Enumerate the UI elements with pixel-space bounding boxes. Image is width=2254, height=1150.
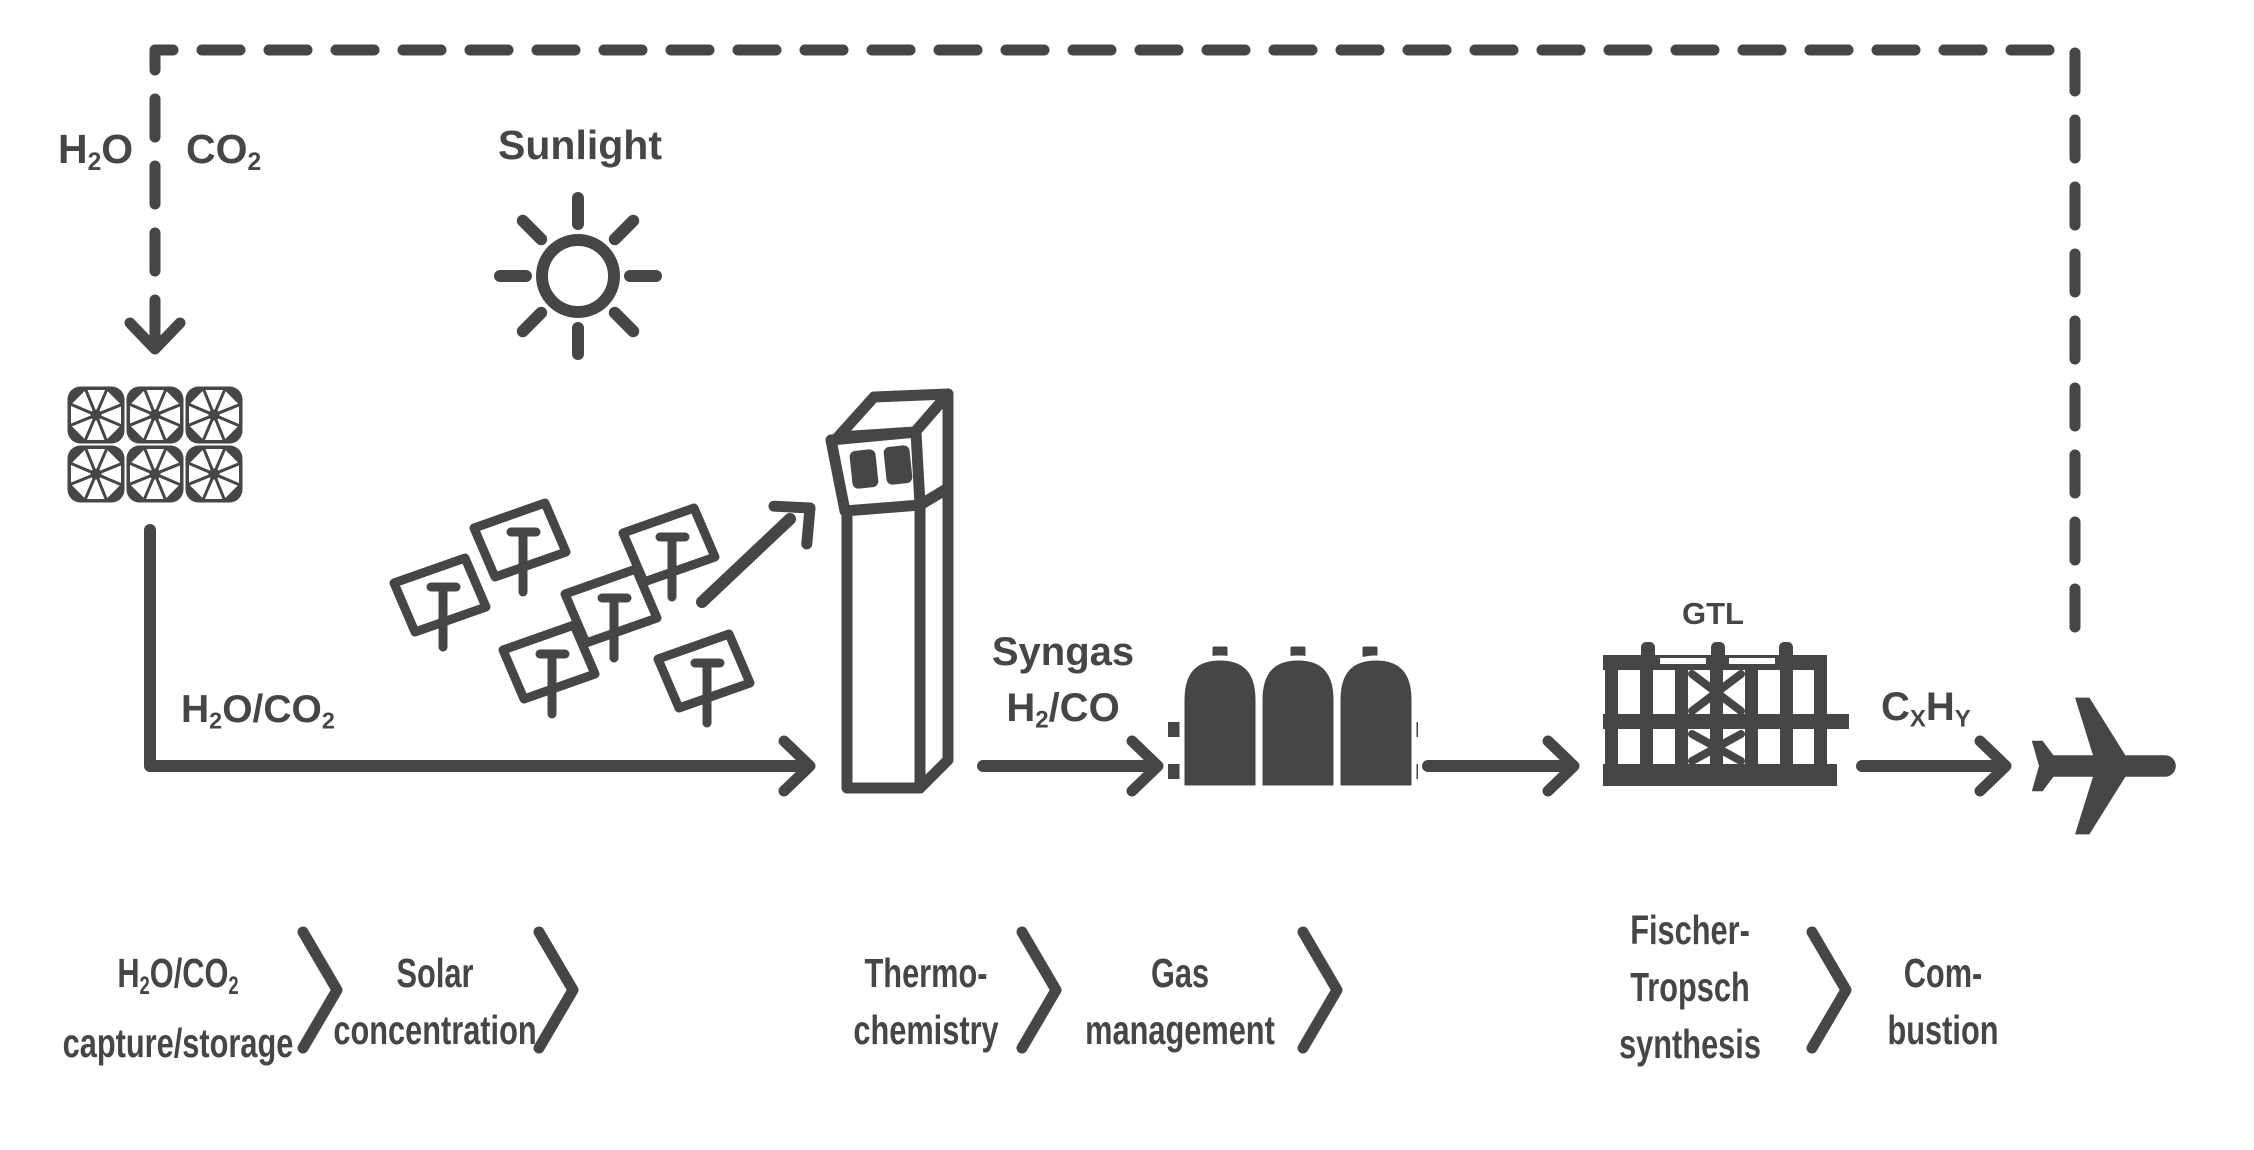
gtl-plant-icon [1603,642,1849,786]
chevron-5-icon [1806,926,1852,1054]
syngas-formula-label: H2/CO [1006,686,1120,734]
fuel-arrow [1856,741,2006,791]
stage-line: Solar [396,950,474,996]
chevron-4-icon [1297,926,1343,1054]
hydrocarbon-fuel-label: CXHY [1881,685,1971,733]
stage-capture-storage: H2O/CO2 capture/storage [58,945,298,1072]
stage-combustion: Com- bustion [1823,945,2063,1059]
stage-line: Gas [1150,950,1210,996]
chevron-3-icon [1016,926,1062,1054]
sunlight-label: Sunlight [498,122,662,168]
co2-label: CO2 [186,126,262,176]
stage-thermochemistry: Thermo- chemistry [806,945,1046,1059]
heliostat-field-icon [394,503,750,723]
h2o-label: H2O [58,126,134,176]
airplane-icon [2031,697,2176,835]
stage-line: capture/storage [62,1019,294,1066]
reflected-light-arrow [696,489,826,608]
stage-line: Tropsch [1630,964,1750,1010]
syngas-label: Syngas [991,630,1135,674]
stage-line: bustion [1887,1007,1999,1053]
air-capture-fan-array-icon [67,386,243,503]
stage-line: Fischer- [1630,907,1750,953]
syngas-arrow [977,741,1158,791]
sun-icon [494,192,662,360]
stage-line: Com- [1903,950,1983,996]
stage-fischer-tropsch-synthesis: Fischer- Tropsch synthesis [1570,902,1810,1073]
stage-line: chemistry [853,1007,999,1053]
stage-line: concentration [333,1007,537,1053]
stage-chevron-separators [297,926,1852,1054]
tower-receiver-windows [849,445,913,489]
stage-line: management [1085,1007,1275,1053]
gas-storage-tanks-icon [1168,641,1418,791]
recycle-loop-dashed-line [130,44,2081,662]
stage-line: synthesis [1619,1021,1761,1067]
stage-gas-management: Gas management [1060,945,1300,1059]
stage-solar-concentration: Solar concentration [315,945,555,1059]
stage-line: Thermo- [864,950,988,996]
feed-line-arrow [144,524,810,791]
gtl-label: GTL [1682,596,1744,631]
stage-line: H2O/CO2 [117,950,239,1000]
gas-to-gtl-arrow [1422,741,1574,791]
h2o-co2-pipe-label: H2O/CO2 [181,688,335,734]
solar-tower-icon [825,388,954,794]
chevron-1-icon [297,926,343,1054]
chevron-2-icon [533,926,579,1054]
